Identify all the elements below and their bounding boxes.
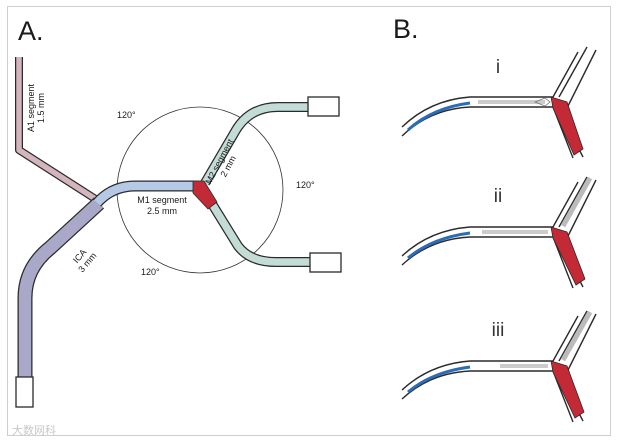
m2-lower-vessel — [204, 196, 310, 267]
row-iii-stent-upper — [560, 310, 593, 362]
m2-lower-connector-box — [309, 252, 342, 273]
a1-segment-size: 1.5 mm — [36, 93, 46, 123]
row-ii-label: ii — [494, 186, 502, 207]
figure-border — [7, 6, 611, 436]
row-iii-guidewire — [407, 365, 471, 394]
row-iii-label: iii — [492, 320, 505, 341]
row-ii-stent-upper — [560, 176, 593, 228]
a1-segment-name: A1 segment — [26, 83, 36, 132]
row-ii-red-segment — [550, 226, 586, 286]
row-iii-red-segment — [550, 360, 585, 419]
angle-label-top: 120° — [117, 110, 136, 120]
angle-label-right: 120° — [296, 180, 315, 190]
row-ii-diagram — [401, 176, 597, 289]
angle-label-bottom: 120° — [141, 267, 160, 277]
panel-a-letter: A. — [18, 16, 44, 46]
bifurcation-marker — [192, 180, 218, 210]
ica-vessel — [17, 197, 105, 378]
m1-segment-name: M1 segment — [137, 195, 187, 205]
a1-segment-vessel — [15, 57, 100, 204]
row-ii-guidewire — [407, 231, 471, 260]
m2-upper-vessel — [200, 102, 308, 186]
m1-segment-size: 2.5 mm — [147, 206, 177, 216]
row-i-label: i — [496, 57, 500, 78]
m2-upper-connector-box — [307, 96, 340, 117]
row-i-stent-tip — [533, 97, 551, 107]
ica-connector-box — [15, 376, 34, 408]
row-i-guidewire — [406, 101, 471, 132]
m1-segment-vessel — [92, 180, 199, 207]
row-i-diagram — [401, 46, 597, 159]
row-i-red-segment — [550, 96, 584, 156]
watermark-text: 大数网科 — [12, 423, 56, 437]
row-iii-diagram — [401, 310, 597, 423]
panel-b-letter: B. — [393, 14, 419, 44]
